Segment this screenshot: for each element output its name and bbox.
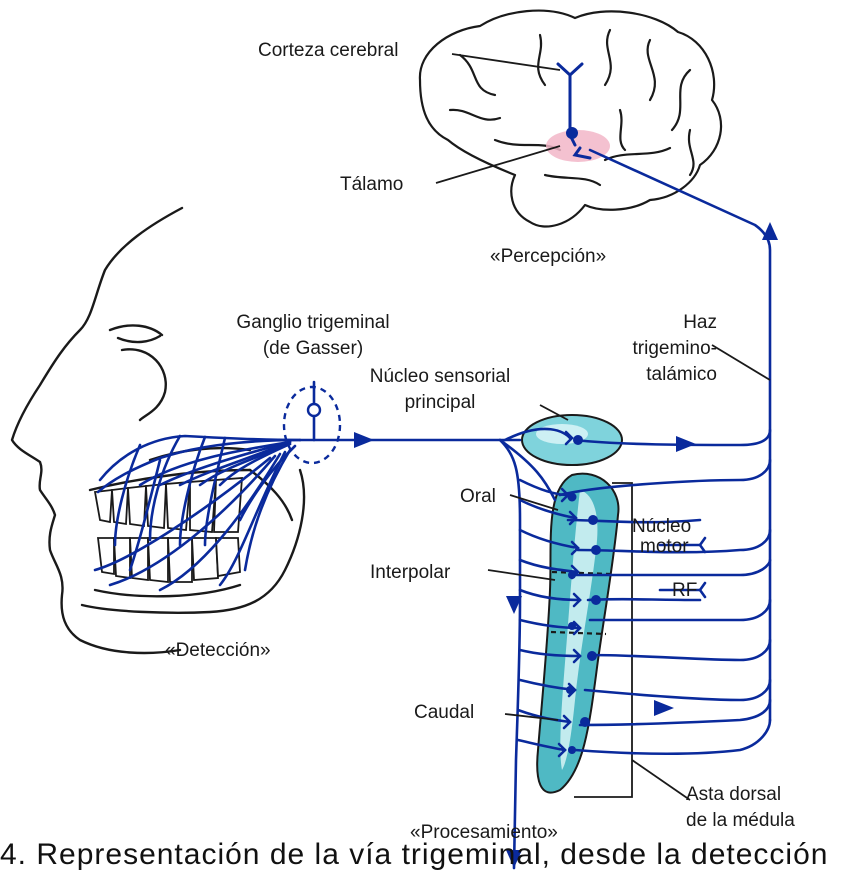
brain-sulcus bbox=[538, 35, 545, 85]
label-corteza-cerebral: Corteza cerebral bbox=[258, 40, 398, 62]
leader-oral bbox=[510, 495, 558, 510]
brain-sulcus bbox=[689, 130, 694, 175]
brain-sulcus bbox=[620, 110, 625, 150]
thalamic-neuron-soma bbox=[566, 127, 578, 139]
trigeminal-ganglion[interactable] bbox=[284, 387, 340, 463]
brain-sulcus bbox=[605, 30, 611, 85]
label-asta-line2: de la médula bbox=[686, 810, 795, 832]
brain-sulcus bbox=[545, 175, 600, 185]
ganglion-cell bbox=[308, 404, 320, 416]
arrow-up-icon bbox=[762, 222, 778, 240]
label-caudal: Caudal bbox=[414, 702, 474, 724]
label-oral: Oral bbox=[460, 486, 496, 508]
brain-sulcus bbox=[648, 40, 655, 100]
label-talamo: Tálamo bbox=[340, 174, 403, 196]
arrow-right-icon bbox=[354, 432, 374, 448]
label-ganglio-line2: (de Gasser) bbox=[198, 338, 428, 360]
brain-sulcus bbox=[672, 70, 690, 130]
brain-sulcus bbox=[450, 110, 500, 120]
label-ganglio-line1: Ganglio trigeminal bbox=[198, 312, 428, 334]
label-nucleo-motor-line2: motor bbox=[640, 536, 689, 558]
leader-talamo bbox=[436, 146, 560, 183]
ear bbox=[122, 349, 166, 420]
brain-sulcus bbox=[460, 55, 495, 95]
label-nucleo-motor-line1: Núcleo bbox=[632, 516, 691, 538]
eye bbox=[110, 325, 162, 335]
label-deteccion: «Detección» bbox=[165, 640, 271, 662]
leader-haz bbox=[712, 345, 770, 380]
eye-lid bbox=[118, 336, 160, 342]
leader-asta bbox=[632, 760, 690, 800]
leader-interpolar bbox=[488, 570, 555, 580]
label-haz-line3: talámico bbox=[600, 364, 717, 386]
label-nucleo-sensorial-line2: principal bbox=[340, 392, 540, 414]
thalamus-highlight bbox=[546, 130, 610, 162]
label-rf: RF bbox=[672, 580, 697, 602]
label-interpolar: Interpolar bbox=[370, 562, 450, 584]
arrow-right-icon bbox=[676, 436, 696, 452]
figure-caption: 4. Representación de la vía trigeminal, … bbox=[0, 838, 843, 872]
arrow-right-icon bbox=[654, 700, 674, 716]
label-nucleo-sensorial-line1: Núcleo sensorial bbox=[340, 366, 540, 388]
label-haz-line1: Haz bbox=[600, 312, 717, 334]
label-asta-line1: Asta dorsal bbox=[686, 784, 781, 806]
brain-sulcus bbox=[605, 148, 670, 160]
label-haz-line2: trigemino- bbox=[600, 338, 717, 360]
head-illustration bbox=[12, 208, 304, 653]
head-profile bbox=[12, 208, 182, 653]
label-percepcion: «Percepción» bbox=[490, 246, 606, 268]
